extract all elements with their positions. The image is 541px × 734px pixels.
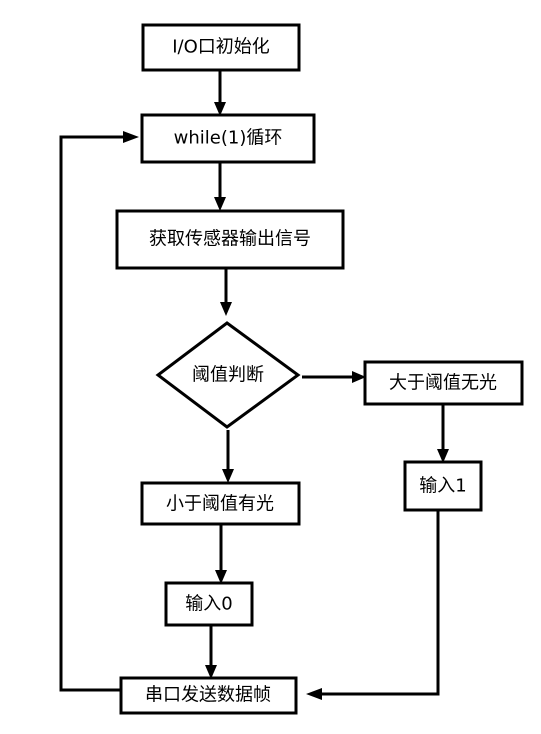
arrowhead-down-icon xyxy=(214,197,226,211)
node-decision: 阈值判断 xyxy=(155,321,301,429)
arrowheads xyxy=(123,102,449,700)
arrowhead-right-icon xyxy=(123,131,139,143)
node-loop: while(1)循环 xyxy=(140,113,316,164)
node-no-light-label: 大于阈值无光 xyxy=(389,373,497,394)
arrowhead-down-icon xyxy=(220,302,232,316)
node-has-light-label: 小于阈值有光 xyxy=(166,494,274,515)
node-input-1-label: 输入1 xyxy=(419,476,466,497)
node-send: 串口发送数据帧 xyxy=(119,676,298,715)
node-has-light: 小于阈值有光 xyxy=(140,481,301,526)
arrowhead-down-icon xyxy=(437,449,449,463)
arrowhead-down-icon xyxy=(205,665,217,679)
arrowhead-down-icon xyxy=(214,102,226,116)
arrow-input1-to-send xyxy=(319,510,440,696)
node-send-label: 串口发送数据帧 xyxy=(145,685,271,706)
node-init-label: I/O口初始化 xyxy=(172,37,270,58)
connectors xyxy=(59,70,445,696)
node-decision-label: 阈值判断 xyxy=(192,365,264,386)
arrowhead-down-icon xyxy=(215,570,227,584)
arrowhead-right-icon xyxy=(352,371,366,383)
node-input-1: 输入1 xyxy=(403,460,483,512)
node-no-light: 大于阈值无光 xyxy=(363,360,524,406)
node-input-0-label: 输入0 xyxy=(185,594,232,615)
node-input-0: 输入0 xyxy=(164,581,254,627)
arrow-send-back-to-loop xyxy=(59,135,125,692)
arrowhead-left-icon xyxy=(306,688,322,700)
node-acquire: 获取传感器输出信号 xyxy=(115,209,345,270)
arrowhead-down-icon xyxy=(222,469,234,483)
node-loop-label: while(1)循环 xyxy=(174,128,283,149)
node-acquire-label: 获取传感器输出信号 xyxy=(149,229,311,250)
node-init: I/O口初始化 xyxy=(141,23,301,72)
